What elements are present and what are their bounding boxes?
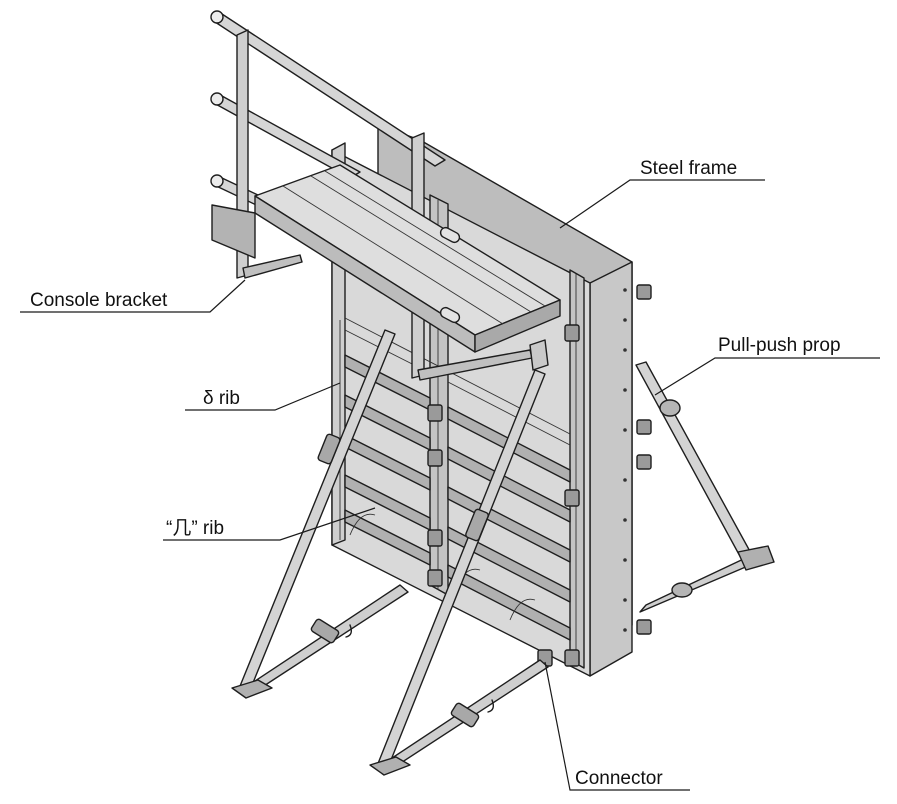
clamp: [427, 449, 443, 467]
platform-deck-end: [474, 299, 561, 353]
leader-console-bracket: [20, 279, 246, 313]
bracket-strut-left: [242, 254, 303, 279]
leader-delta-rib: [185, 382, 341, 411]
clamp: [636, 454, 652, 470]
horizontal-ribs: [344, 317, 571, 641]
clamp: [427, 569, 443, 587]
clamp: [636, 419, 652, 435]
label-pull-push-prop: Pull-push prop: [718, 335, 841, 356]
label-pi-rib: “几” rib: [166, 518, 224, 539]
console-bracket-platform: [210, 10, 561, 381]
leader-pull-push-prop: [654, 357, 880, 396]
deck-planks: [282, 170, 546, 325]
connector-clamps: [427, 284, 652, 667]
prop-right-long: [635, 361, 753, 561]
prop-middle-foot: [369, 756, 411, 776]
clamp: [564, 649, 580, 667]
prop-right-short: [639, 554, 756, 613]
leader-steel-frame: [559, 179, 765, 229]
platform-support-beam: [211, 204, 256, 259]
clamp: [564, 324, 580, 342]
callout-leaders: [20, 179, 880, 791]
panel-right-side: [589, 261, 633, 677]
leader-pi-rib: [163, 507, 376, 541]
pull-push-props: [231, 329, 775, 776]
frame-bolt-holes: [623, 288, 627, 632]
label-steel-frame: Steel frame: [640, 158, 737, 179]
callout-labels: Steel frame Console bracket Pull-push pr…: [30, 158, 841, 789]
label-delta-rib: δ rib: [203, 388, 240, 409]
clamp: [427, 404, 443, 422]
label-connector: Connector: [575, 768, 663, 789]
bracket-arm: [529, 339, 549, 371]
leader-connector: [544, 661, 690, 791]
prop-right-foot: [737, 545, 775, 571]
clamp: [636, 619, 652, 635]
prop-left-foot: [231, 679, 273, 699]
label-console-bracket: Console bracket: [30, 290, 168, 311]
clamp: [564, 489, 580, 507]
clamp: [636, 284, 652, 300]
clamp: [427, 529, 443, 547]
